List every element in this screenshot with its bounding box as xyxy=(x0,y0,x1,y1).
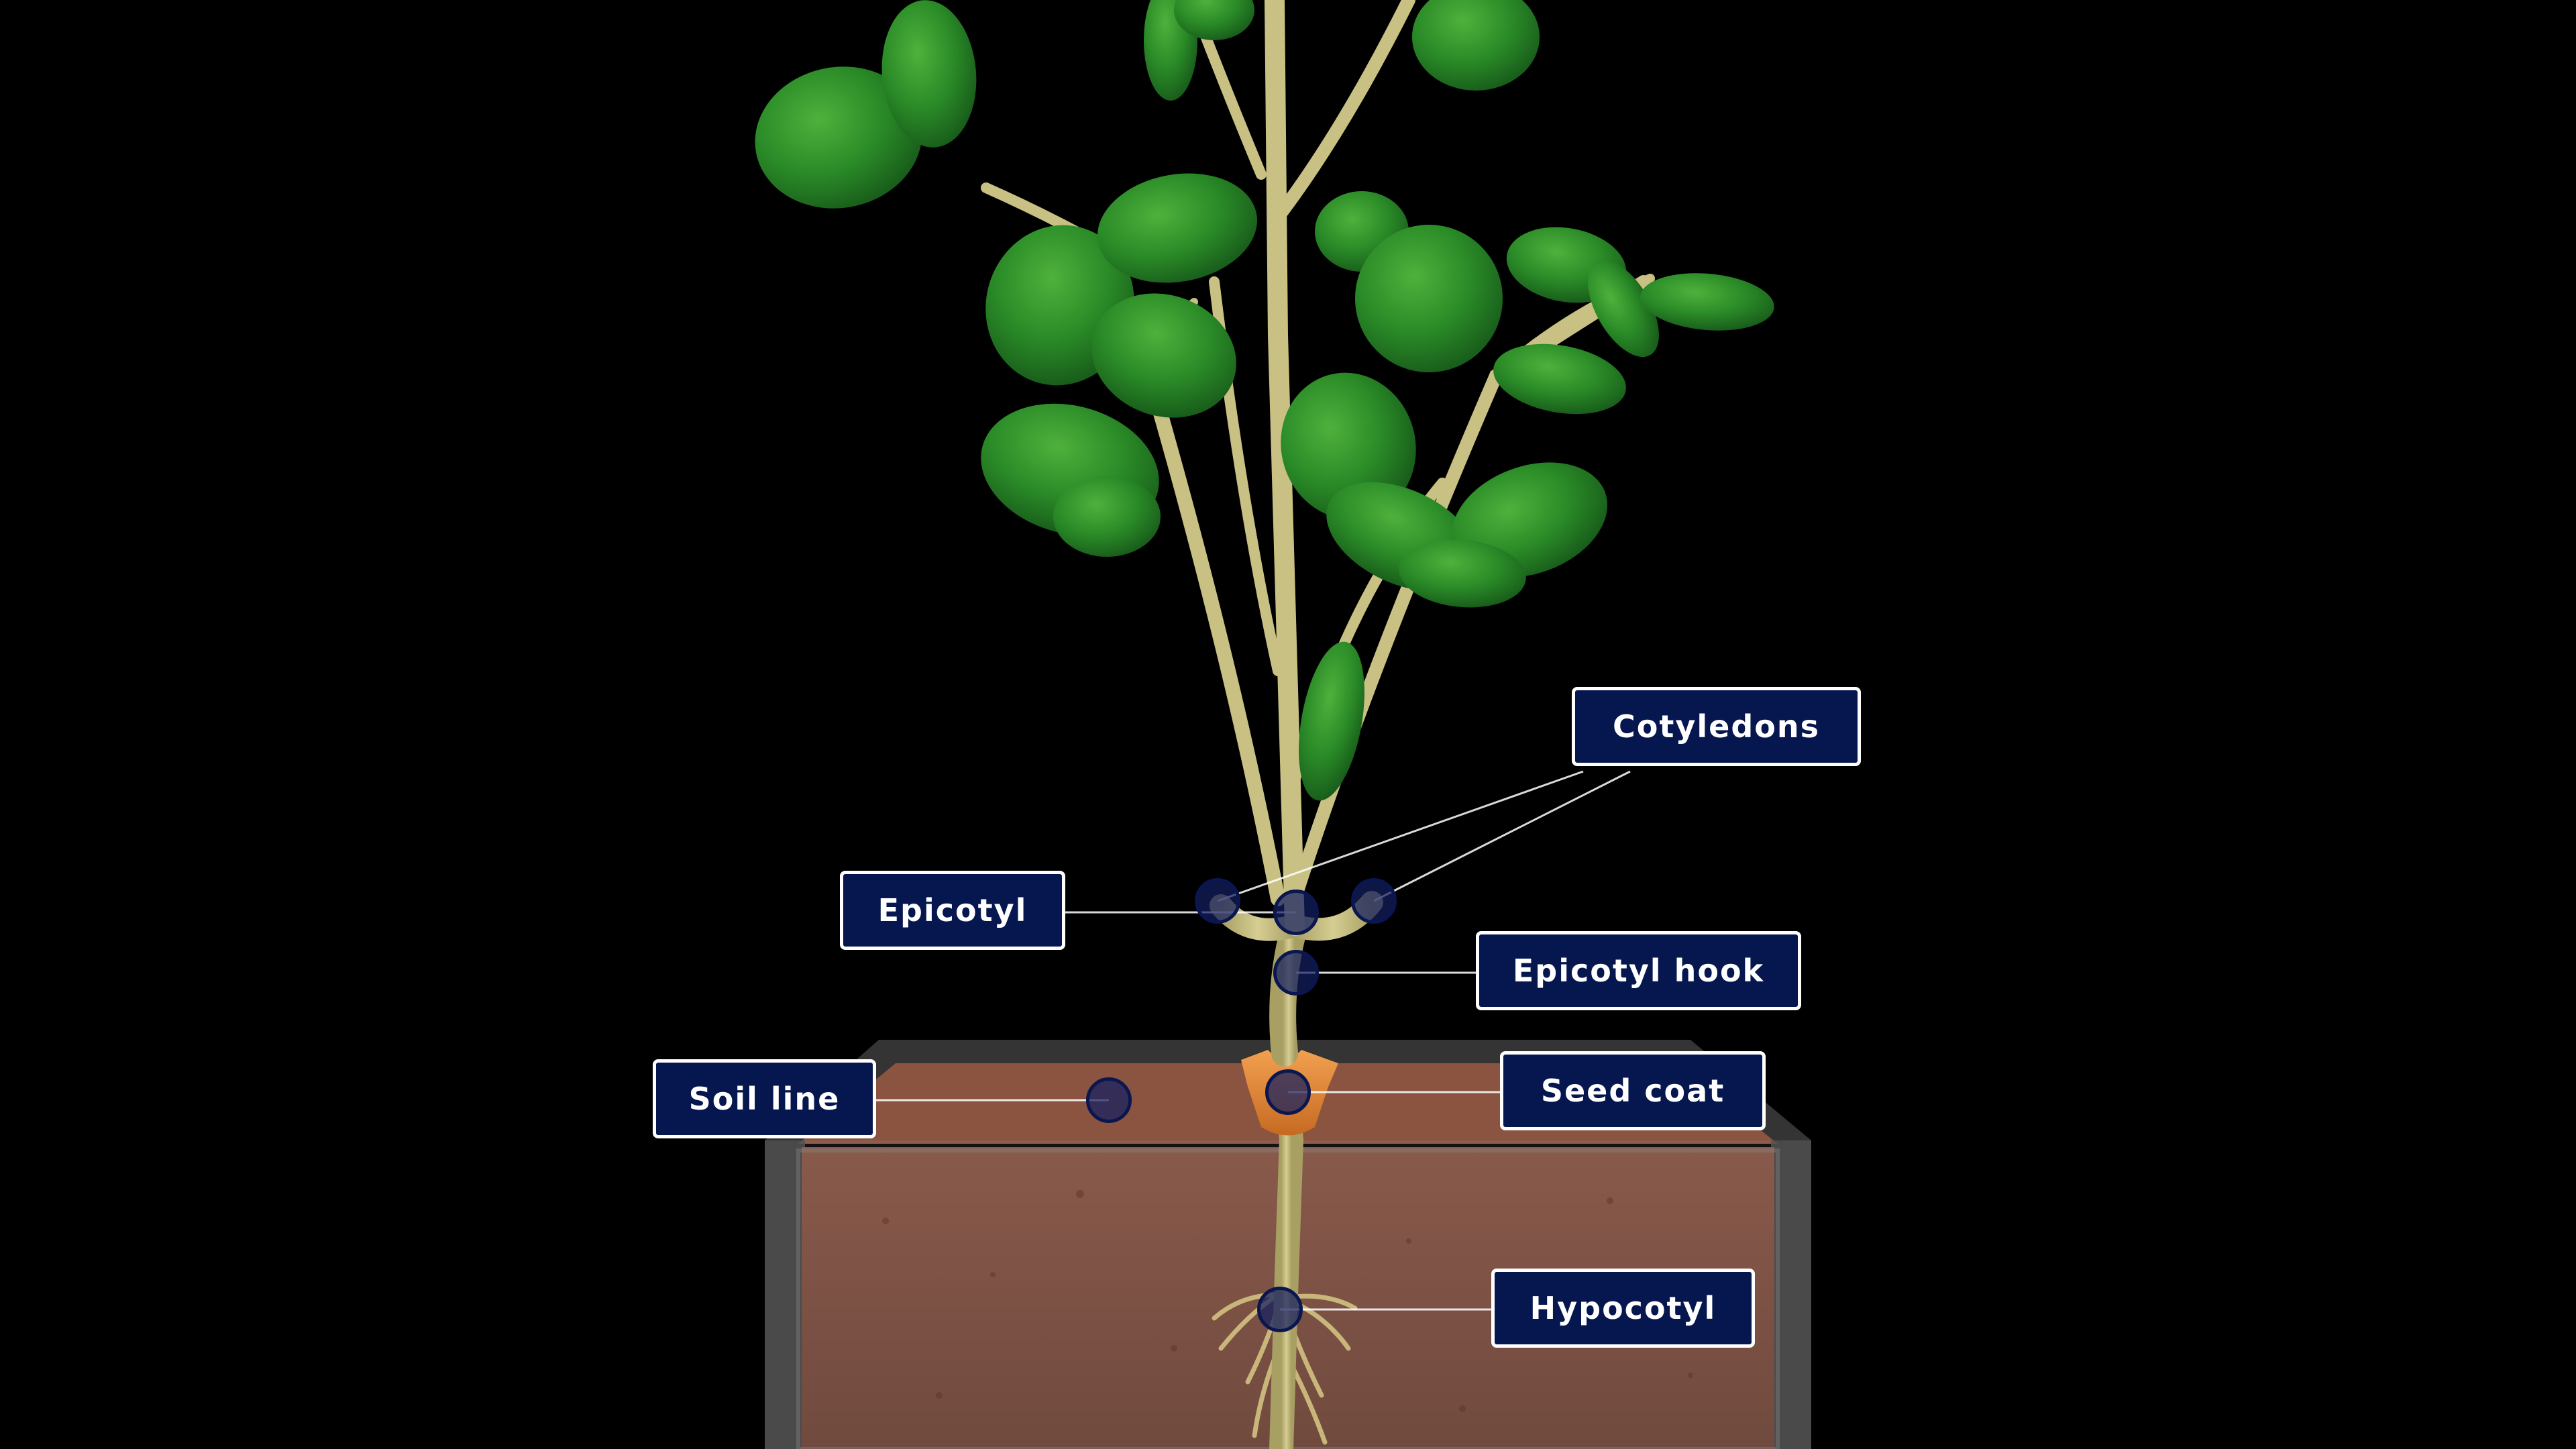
hypocotyl-label[interactable]: Hypocotyl xyxy=(1491,1269,1755,1348)
epicotyl-hook-label[interactable]: Epicotyl hook xyxy=(1476,931,1801,1010)
seed-coat-label[interactable]: Seed coat xyxy=(1500,1051,1766,1130)
hypocotyl-hotspot[interactable] xyxy=(1257,1287,1303,1332)
epicotyl-hotspot[interactable] xyxy=(1273,890,1319,935)
epicotyl-label[interactable]: Epicotyl xyxy=(840,871,1065,950)
seed-coat-hotspot[interactable] xyxy=(1265,1069,1311,1115)
cotyledon-left-hotspot[interactable] xyxy=(1195,878,1240,924)
leaves xyxy=(755,0,1774,801)
leader-lines xyxy=(874,770,1631,1311)
cotyledons-label[interactable]: Cotyledons xyxy=(1572,687,1861,766)
cotyledon-right-hotspot[interactable] xyxy=(1351,878,1397,924)
epicotyl-hook-hotspot[interactable] xyxy=(1273,950,1319,996)
soil-line-label[interactable]: Soil line xyxy=(653,1059,876,1138)
soil-line-hotspot[interactable] xyxy=(1086,1077,1132,1123)
